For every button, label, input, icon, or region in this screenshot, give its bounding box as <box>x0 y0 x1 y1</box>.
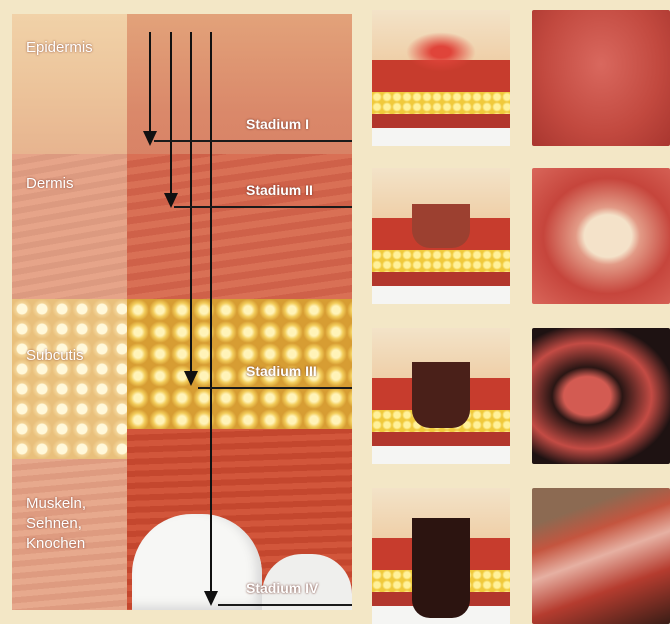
label-stage-4: Stadium IV <box>246 580 318 596</box>
stage-4-illustration <box>372 488 510 624</box>
label-epidermis: Epidermis <box>26 38 93 58</box>
arrow-stage-3 <box>190 32 192 372</box>
skin-cross-section: Epidermis Dermis Subcutis Muskeln, Sehne… <box>12 14 352 610</box>
label-stage-3: Stadium III <box>246 363 317 379</box>
label-subcutis: Subcutis <box>26 346 84 366</box>
stage-3-photo <box>532 328 670 464</box>
dermis-affected <box>127 154 352 299</box>
line-stage-3 <box>198 387 352 389</box>
stage-4-photo <box>532 488 670 624</box>
stage-1-illustration <box>372 10 510 146</box>
arrow-stage-4 <box>210 32 212 592</box>
stage-2-illustration <box>372 168 510 304</box>
epidermis-affected <box>127 14 352 154</box>
label-dermis: Dermis <box>26 174 74 194</box>
line-stage-4 <box>218 604 352 606</box>
label-stage-2: Stadium II <box>246 182 313 198</box>
line-stage-2 <box>174 206 352 208</box>
wound-deep <box>412 362 470 428</box>
label-muscle-2: Sehnen, <box>26 514 82 534</box>
label-stage-1: Stadium I <box>246 116 309 132</box>
wound-full-depth <box>412 518 470 618</box>
stage-1-photo <box>532 10 670 146</box>
label-muscle-3: Knochen <box>26 534 85 554</box>
wound-shallow <box>412 204 470 248</box>
line-stage-1 <box>154 140 352 142</box>
stage-3-illustration <box>372 328 510 464</box>
stage-2-photo <box>532 168 670 304</box>
label-muscle-1: Muskeln, <box>26 494 86 514</box>
redness-spot <box>406 32 476 72</box>
arrow-stage-1 <box>149 32 151 132</box>
arrow-stage-2 <box>170 32 172 194</box>
